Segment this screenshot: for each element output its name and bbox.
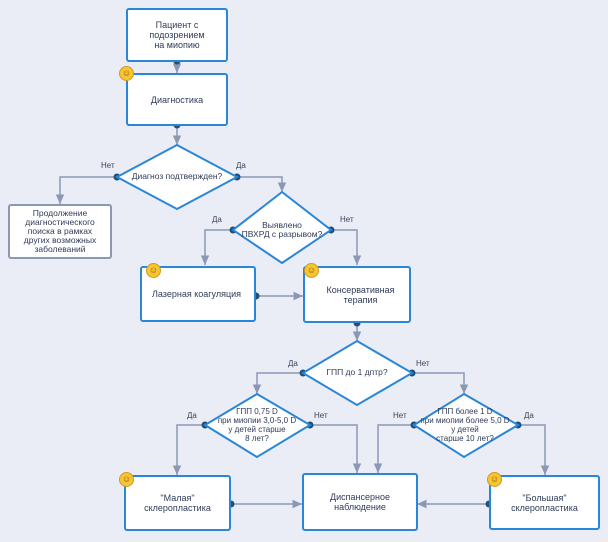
- node-start-text: Пациент с подозрением на миопию: [149, 20, 205, 50]
- node-dispensary-text: Диспансерное наблюдение: [330, 492, 390, 512]
- node-large-text: "Большая" склеропластика: [511, 492, 578, 513]
- node-gpp075: ГПП 0,75 D при миопии 3,0-5,0 D у детей …: [207, 406, 307, 446]
- smiley-icon: ☺: [304, 263, 319, 278]
- diamond-pvhrd: [231, 190, 333, 265]
- smiley-icon: ☺: [146, 263, 161, 278]
- node-dispensary: Диспансерное наблюдение: [302, 473, 418, 531]
- node-diagnostics-text: Диагностика: [150, 94, 204, 105]
- label-no-gpp1d: Нет: [393, 411, 407, 420]
- label-yes-gpp075: Да: [187, 411, 197, 420]
- node-laser: Лазерная коагуляция: [140, 266, 256, 322]
- label-no-pvhrd: Нет: [340, 215, 354, 224]
- node-small-scleroplasty: "Малая" склеропластика: [124, 475, 231, 531]
- label-yes-gpp1: Да: [288, 359, 298, 368]
- label-no-diag: Нет: [101, 161, 115, 170]
- node-gpp1-text: ГПП до 1 дптр?: [326, 367, 388, 378]
- diamond-gpp1: [301, 339, 414, 407]
- label-yes-pvhrd: Да: [212, 215, 222, 224]
- node-small-text: "Малая" склеропластика: [144, 493, 211, 513]
- node-gpp1: ГПП до 1 дптр?: [310, 364, 404, 382]
- node-conservative: Консервативная терапия: [303, 266, 411, 323]
- node-diagnostics: Диагностика: [126, 73, 228, 126]
- smiley-icon: ☺: [119, 66, 134, 81]
- diamond-gpp1d: [412, 392, 520, 459]
- node-large-scleroplasty: "Большая" склеропластика: [489, 475, 600, 530]
- node-conservative-text: Консервативная терапия: [326, 284, 395, 305]
- node-continue-search-text: Продолжение диагностического поиска в ра…: [23, 208, 97, 254]
- node-pvhrd-text: Выявлено ПВХРД с разрывом?: [241, 219, 323, 239]
- label-no-gpp1: Нет: [416, 359, 430, 368]
- diamond-gpp075: [203, 392, 312, 459]
- node-start: Пациент с подозрением на миопию: [126, 8, 228, 62]
- node-continue-search: Продолжение диагностического поиска в ра…: [8, 204, 112, 259]
- node-diag-confirmed-text: Диагноз подтвержден?: [131, 171, 223, 182]
- node-pvhrd: Выявлено ПВХРД с разрывом?: [240, 219, 324, 241]
- smiley-icon: ☺: [119, 472, 134, 487]
- label-no-gpp075: Нет: [314, 411, 328, 420]
- node-diag-confirmed: Диагноз подтвержден?: [117, 168, 237, 186]
- label-yes-gpp1d: Да: [524, 411, 534, 420]
- node-laser-text: Лазерная коагуляция: [152, 289, 242, 299]
- node-gpp1d: ГПП более 1 D при миопии более 5,0 D у д…: [414, 406, 516, 446]
- label-yes-diag: Да: [236, 161, 246, 170]
- node-gpp1d-text: ГПП более 1 D при миопии более 5,0 D у д…: [420, 407, 510, 443]
- smiley-icon: ☺: [487, 472, 502, 487]
- node-gpp075-text: ГПП 0,75 D при миопии 3,0-5,0 D у детей …: [217, 407, 297, 443]
- diamond-diag-confirmed: [114, 143, 240, 211]
